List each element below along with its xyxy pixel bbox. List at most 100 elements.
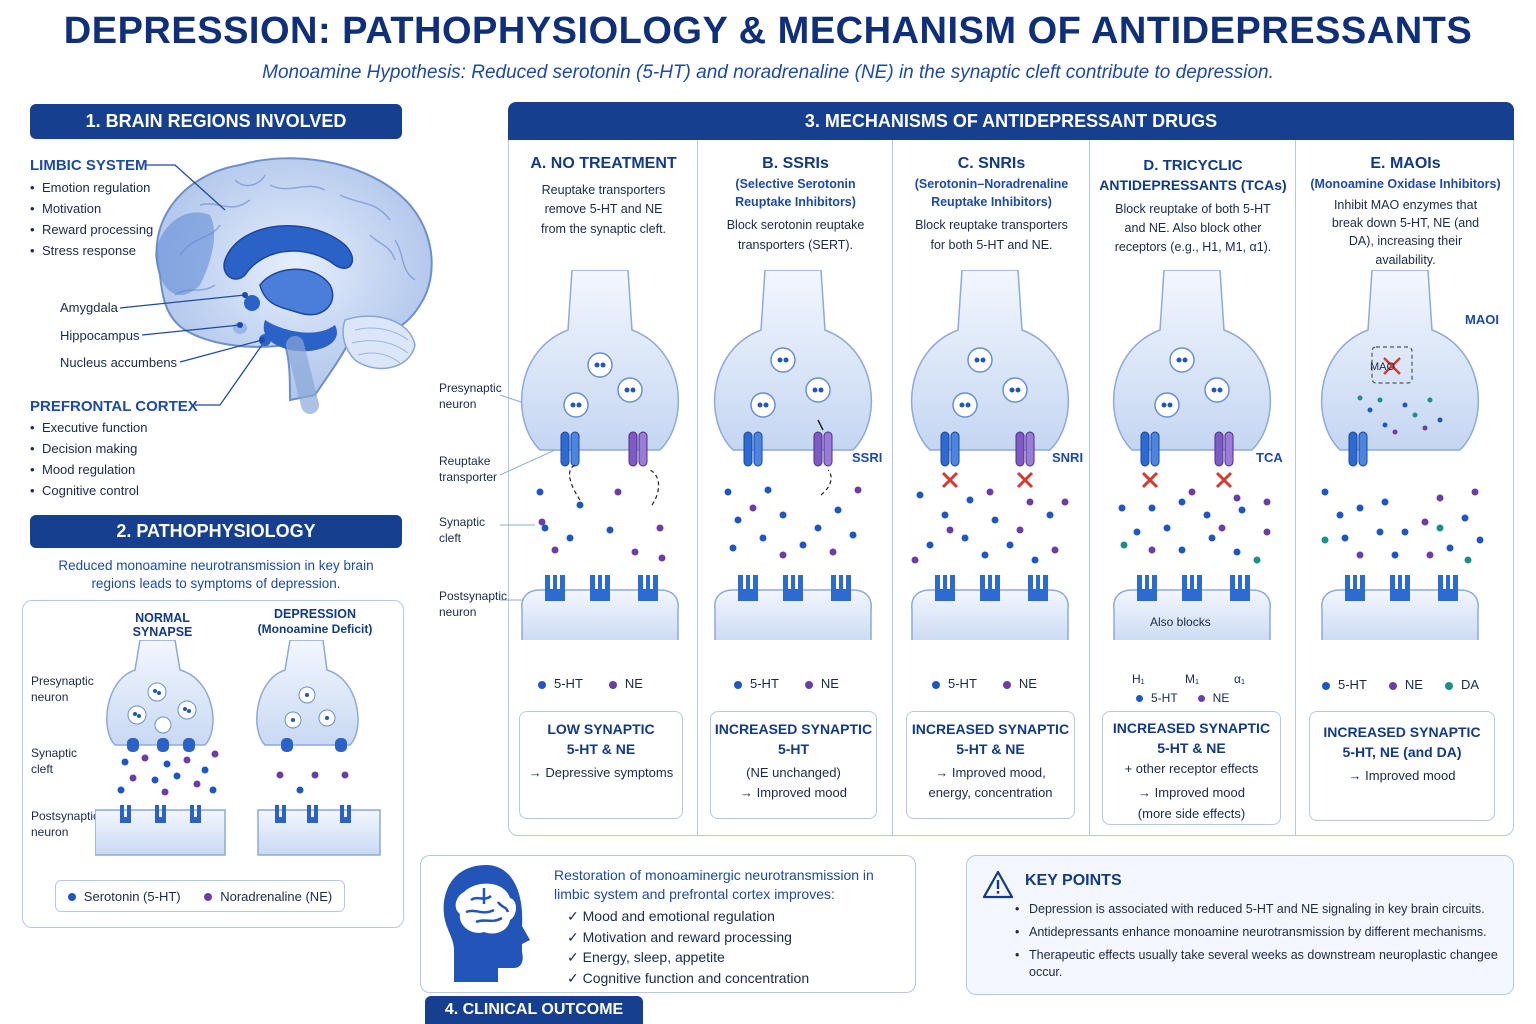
synapse-e: [1320, 270, 1484, 640]
label-line: Presynaptic: [439, 381, 502, 395]
page-subtitle: Monoamine Hypothesis: Reduced serotonin …: [262, 62, 1274, 83]
legend-text: 5-HT: [554, 676, 583, 691]
serotonin-dot-icon: [734, 680, 742, 689]
pfc-title: PREFRONTAL CORTEX: [30, 398, 198, 415]
tca-also-blocks: Also blocks: [1150, 615, 1211, 629]
pathophysiology-panel: [22, 600, 404, 928]
pfc-item: Decision making: [30, 438, 190, 459]
pfc-item: Cognitive control: [30, 480, 190, 501]
legend-text: 5-HT: [948, 676, 977, 691]
serotonin-dot-icon: [67, 893, 76, 902]
desc-line: for both 5-HT and NE.: [930, 237, 1053, 252]
page-title: DEPRESSION: PATHOPHYSIOLOGY & MECHANISM …: [63, 10, 1473, 52]
synapse-c: [910, 270, 1070, 640]
column-a-title: A. NO TREATMENT: [530, 155, 677, 172]
mechanism-synapses: [520, 270, 1484, 640]
pathophysiology-legend: Serotonin (5-HT) Noradrenaline (NE): [55, 880, 345, 912]
pfc-item: Mood regulation: [30, 459, 190, 480]
legend-text: NE: [1212, 691, 1230, 705]
depression-title: DEPRESSION (Monoamine Deficit): [250, 606, 380, 638]
key-point-item: Depression is associated with reduced 5-…: [1015, 901, 1500, 918]
column-c-title: C. SNRIs: [957, 155, 1026, 172]
outcome-text: → Improved mood,: [935, 764, 1046, 780]
column-e-header: E. MAOIs (Monoamine Oxidase Inhibitors) …: [1297, 155, 1514, 269]
legend-text: 5-HT: [1338, 677, 1367, 692]
legend-d: 5-HT NE: [1136, 691, 1229, 705]
outcome-heading: INCREASED SYNAPTIC: [1112, 720, 1271, 736]
desc-line: Reuptake transporters: [541, 183, 666, 197]
column-b-title: B. SSRIs: [762, 155, 829, 172]
column-a-header: A. NO TREATMENT Reuptake transporters re…: [510, 155, 697, 239]
outcome-d: INCREASED SYNAPTIC 5-HT & NE + other rec…: [1102, 711, 1281, 825]
intro-line: Restoration of monoaminergic neurotransm…: [554, 867, 874, 883]
column-d-title: D. TRICYCLIC ANTIDEPRESSANTS (TCAs): [1091, 155, 1295, 196]
serotonin-dot-icon: [1322, 681, 1330, 690]
synapse-d: [1112, 270, 1272, 640]
legend-text: NE: [1404, 677, 1423, 692]
column-c-header: C. SNRIs (Serotonin–Noradrenaline Reupta…: [894, 155, 1089, 255]
desc-line: transporters (SERT).: [737, 237, 854, 252]
noradrenaline-dot-icon: [1388, 681, 1397, 690]
column-divider: [697, 140, 698, 836]
outcome-text: (more side effects): [1137, 806, 1246, 822]
head-brain-icon: [443, 865, 530, 982]
label-line: Synaptic: [31, 746, 78, 760]
pathophysiology-desc-line: regions leads to symptoms of depression.: [91, 576, 341, 592]
column-c-subtitle: (Serotonin–Noradrenaline Reuptake Inhibi…: [894, 175, 1089, 211]
pathophysiology-synapses: [95, 640, 381, 856]
legend-noradrenaline: Noradrenaline (NE): [204, 889, 332, 904]
legend-text: Noradrenaline (NE): [220, 888, 333, 904]
column-divider: [1089, 140, 1090, 836]
intro-line: limbic system and prefrontal cortex impr…: [554, 886, 835, 902]
brain-leader-lines: [119, 164, 265, 406]
legend-text: 5-HT: [750, 676, 779, 691]
key-point-item: Therapeutic effects usually take several…: [1015, 947, 1500, 981]
column-divider: [1295, 140, 1296, 836]
improvement-item: Cognitive function and concentration: [567, 968, 809, 989]
column-c-desc: Block reuptake transporters for both 5-H…: [894, 216, 1089, 255]
column-e-title: E. MAOIs: [1370, 155, 1441, 172]
desc-line: availability.: [1375, 252, 1436, 267]
serotonin-dot-icon: [932, 680, 940, 689]
legend-text: Serotonin (5-HT): [83, 888, 181, 904]
label-line: neuron: [31, 690, 69, 705]
legend-text: NE: [820, 676, 839, 691]
title-line: ANTIDEPRESSANTS (TCAs): [1099, 177, 1287, 193]
limbic-title: LIMBIC SYSTEM: [30, 157, 148, 174]
sub-line: Reuptake Inhibitors): [735, 195, 856, 210]
outcome-text: (NE unchanged): [746, 764, 841, 780]
brain-illustration: [155, 157, 433, 414]
label-line: neuron: [31, 825, 69, 840]
tca-label: TCA: [1256, 450, 1283, 465]
sub-line: (Selective Serotonin: [735, 177, 856, 191]
pathophysiology-desc-line: Reduced monoamine neurotransmission in k…: [58, 558, 374, 573]
label-line: Synaptic: [439, 515, 486, 529]
legend-text: 5-HT: [1151, 691, 1178, 705]
hippocampus-label: Hippocampus: [60, 328, 140, 343]
column-divider: [892, 140, 893, 836]
noradrenaline-dot-icon: [804, 680, 813, 689]
section1-banner: 1. BRAIN REGIONS INVOLVED: [30, 104, 402, 139]
section3-banner: 3. MECHANISMS OF ANTIDEPRESSANT DRUGS: [508, 102, 1514, 140]
ssri-label: SSRI: [852, 450, 883, 465]
outcome-b: INCREASED SYNAPTIC 5-HT (NE unchanged) →…: [710, 711, 877, 819]
column-d-header: D. TRICYCLIC ANTIDEPRESSANTS (TCAs) Bloc…: [1091, 155, 1295, 258]
clinical-intro: Restoration of monoaminergic neurotransm…: [554, 866, 874, 904]
depression-subtitle: (Monoamine Deficit): [257, 622, 373, 637]
outcome-heading: 5-HT & NE: [566, 741, 636, 758]
limbic-item: Stress response: [30, 240, 190, 261]
alpha1-receptor-label: α₁: [1234, 672, 1245, 686]
clinical-improvements-list: Mood and emotional regulation Motivation…: [567, 906, 809, 988]
legend-text: NE: [624, 676, 643, 691]
limbic-item: Emotion regulation: [30, 177, 190, 198]
noradrenaline-dot-icon: [1002, 680, 1011, 689]
noradrenaline-dot-icon: [204, 893, 213, 902]
depression-title-text: DEPRESSION: [274, 607, 356, 621]
desc-line: Block reuptake of both 5-HT: [1115, 201, 1271, 216]
